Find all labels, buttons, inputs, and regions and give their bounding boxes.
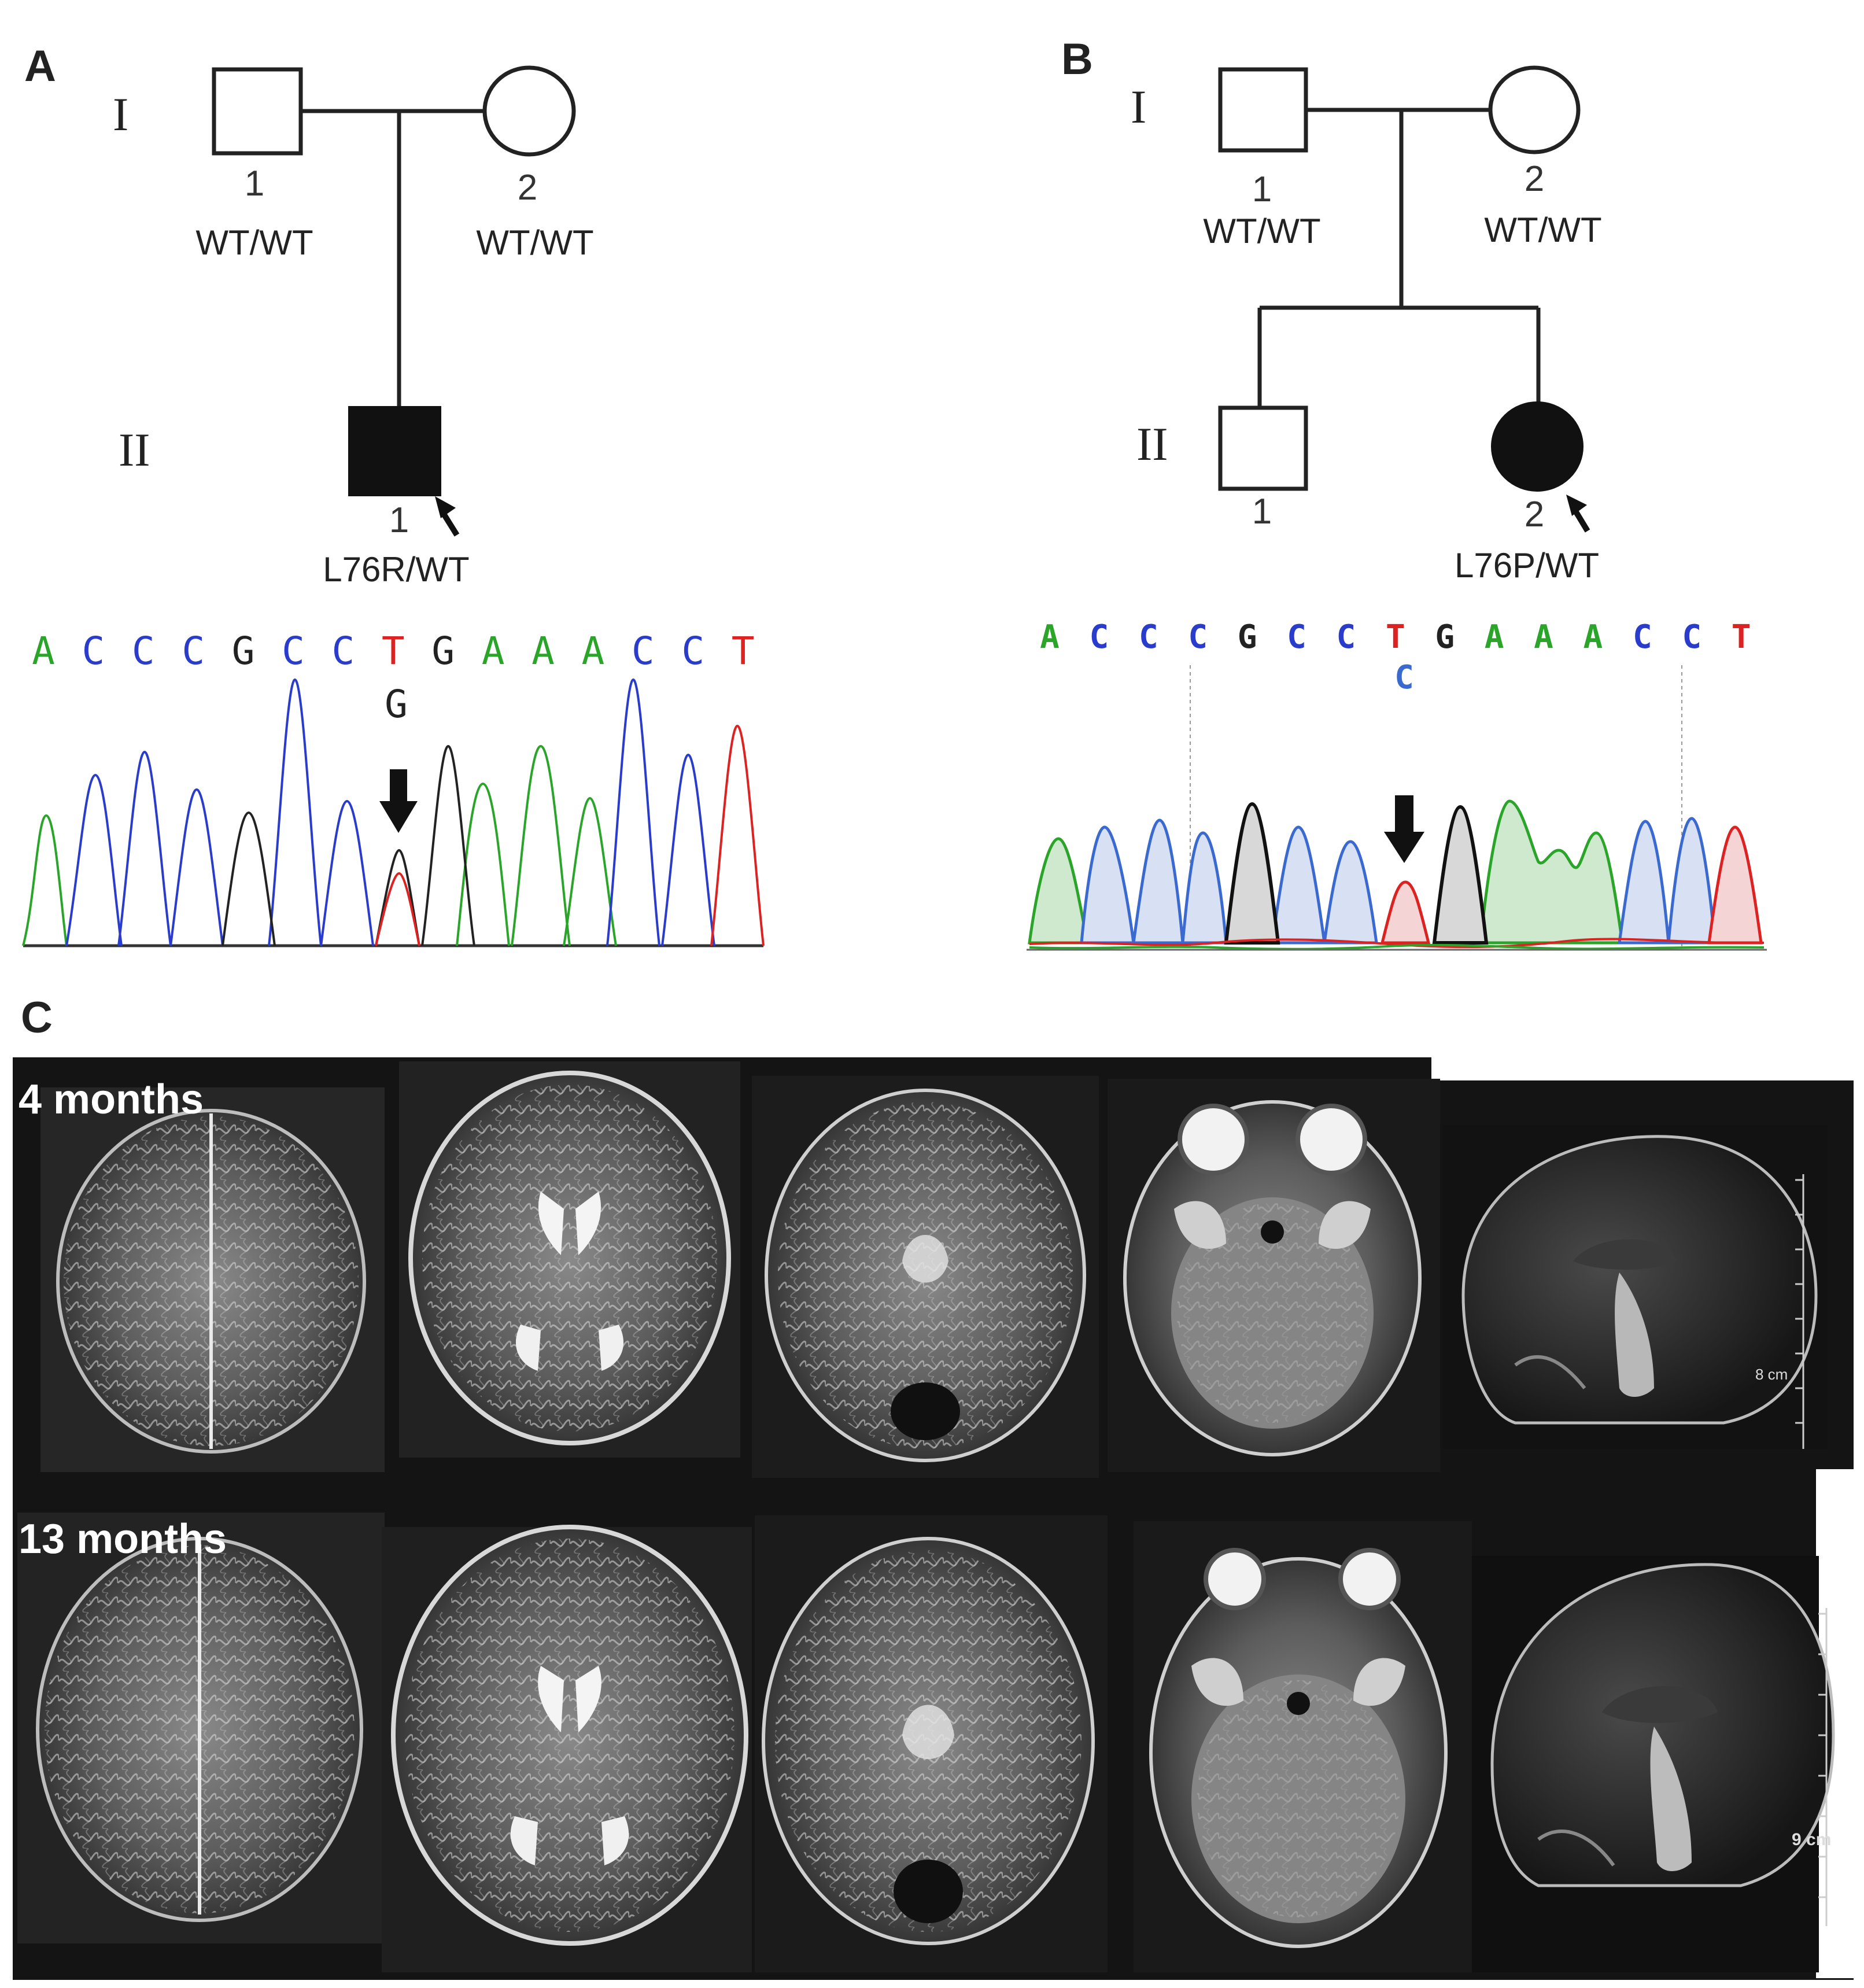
- mutation-arrow-b: [1384, 795, 1424, 863]
- generation-label-ii: II: [119, 423, 150, 476]
- mri-slice-orbits-13mo: [1134, 1521, 1472, 1972]
- chromatogram-a: [22, 678, 765, 947]
- proband-arrow: [435, 496, 460, 537]
- sequence-a-base-7: C: [332, 629, 355, 673]
- generation-label-i-b: I: [1131, 80, 1146, 133]
- generation-label-i: I: [113, 88, 128, 141]
- mutation-arrow-a: [379, 769, 418, 833]
- sequence-a-base-15: T: [732, 629, 755, 673]
- mri-row-4-months: 8 cm 4 months: [19, 1061, 1828, 1478]
- mri-slice-midbrain-4mo: [752, 1076, 1099, 1478]
- mri-slice-vertex-13mo: [17, 1513, 385, 1943]
- trace-b-black-fill: [1224, 802, 1489, 945]
- sequence-a-base-3: C: [132, 629, 155, 673]
- sequence-b-base-13: C: [1633, 618, 1652, 656]
- male-symbol-ii1-b: [1218, 405, 1308, 491]
- sequence-b-base-12: A: [1584, 618, 1603, 656]
- sequence-a-base-4: C: [182, 629, 205, 673]
- genotype-i2-b: WT/WT: [1484, 211, 1601, 249]
- trace-b-red-fill: [1380, 825, 1763, 945]
- sequence-b-base-5: G: [1238, 618, 1257, 656]
- mri-row-13-months: 9 cm 13 months: [17, 1513, 1835, 1972]
- individual-number-ii2-b: 2: [1525, 495, 1544, 534]
- panel-c-letter: C: [21, 993, 53, 1042]
- sequence-a-base-8: T: [382, 629, 405, 673]
- sequence-a-base-11: A: [531, 629, 555, 673]
- trace-b-green-fill: [1028, 799, 1624, 945]
- sequence-a-base-9: G: [431, 629, 455, 673]
- mri-slice-midbrain-13mo: [755, 1515, 1108, 1972]
- individual-number-ii1: 1: [389, 500, 409, 540]
- sequence-b-base-11: A: [1534, 618, 1553, 656]
- female-symbol-i2: [482, 65, 576, 157]
- trace-a-green: [22, 744, 617, 946]
- individual-number-i1-b: 1: [1252, 169, 1272, 209]
- affected-female-ii2-b: [1491, 401, 1584, 492]
- panel-c: C: [13, 993, 1854, 1980]
- sequence-b-base-8: T: [1386, 618, 1405, 656]
- affected-male-ii1: [348, 406, 441, 496]
- genotype-ii2-b: L76P/WT: [1455, 546, 1599, 585]
- individual-number-i2: 2: [518, 168, 537, 208]
- mri-slice-sagittal-13mo: 9 cm: [1472, 1556, 1835, 1972]
- sequence-a-base-10: A: [482, 629, 505, 673]
- sequence-a-base-13: C: [632, 629, 655, 673]
- trace-b-baseline-green: [1029, 943, 1765, 950]
- sequence-b-base-10: A: [1485, 618, 1504, 656]
- trace-a-black: [222, 744, 475, 946]
- male-symbol-i1-b: [1218, 67, 1308, 153]
- scale-label-4mo: 8 cm: [1755, 1366, 1788, 1383]
- individual-number-i2-b: 2: [1525, 159, 1544, 199]
- individual-number-i1: 1: [245, 164, 264, 204]
- genotype-i1: WT/WT: [195, 223, 313, 262]
- sequence-b-base-3: C: [1139, 618, 1158, 656]
- sequence-a-base-5: G: [232, 629, 255, 673]
- mri-slice-sagittal-4mo: 8 cm: [1443, 1125, 1828, 1449]
- individual-number-ii1-b: 1: [1252, 492, 1272, 532]
- sequence-b-base-9: G: [1435, 618, 1455, 656]
- mri-white-patch-1: [1431, 1057, 1854, 1080]
- mri-slice-orbits-4mo: [1108, 1079, 1440, 1472]
- mri-slice-ventricles-4mo: [399, 1061, 740, 1458]
- male-symbol-i1: [212, 67, 303, 156]
- panel-a-letter: A: [24, 42, 56, 91]
- age-label-13-months: 13 months: [19, 1516, 227, 1562]
- genotype-i1-b: WT/WT: [1203, 212, 1320, 250]
- generation-label-ii-b: II: [1136, 418, 1168, 470]
- trace-a-red: [375, 724, 765, 946]
- panel-b-letter: B: [1061, 35, 1093, 84]
- sequence-b-base-1: A: [1040, 618, 1060, 656]
- sequence-b-base-4: C: [1188, 618, 1208, 656]
- female-symbol-i2-b: [1488, 65, 1581, 154]
- trace-b-baseline: [1029, 938, 1765, 949]
- mri-slice-ventricles-13mo: [382, 1525, 752, 1972]
- sequence-a-base-1: A: [32, 629, 55, 673]
- scale-label-13mo: 9 cm: [1792, 1830, 1831, 1849]
- sequence-b-base-15: T: [1732, 618, 1751, 656]
- variant-base-b: C: [1394, 659, 1414, 696]
- genotype-i2: WT/WT: [476, 223, 593, 262]
- sequence-a-base-12: A: [582, 629, 605, 673]
- sequence-b-base-14: C: [1682, 618, 1701, 656]
- sequence-a-base-6: C: [282, 629, 305, 673]
- trace-a-blue: [65, 678, 715, 946]
- mri-slice-vertex-4mo: [40, 1087, 385, 1472]
- sequence-a-base-2: C: [82, 629, 105, 673]
- sequence-b-base-7: C: [1337, 618, 1356, 656]
- sequence-a-base-14: C: [681, 629, 704, 673]
- sequence-b-base-2: C: [1090, 618, 1109, 656]
- age-label-4-months: 4 months: [19, 1076, 204, 1123]
- trace-b-blue-fill: [1080, 817, 1717, 945]
- proband-arrow-b: [1566, 495, 1590, 533]
- genotype-ii1: L76R/WT: [323, 550, 469, 589]
- sequence-b-base-6: C: [1287, 618, 1306, 656]
- chromatogram-b: [1027, 665, 1767, 951]
- variant-base-a: G: [385, 682, 408, 726]
